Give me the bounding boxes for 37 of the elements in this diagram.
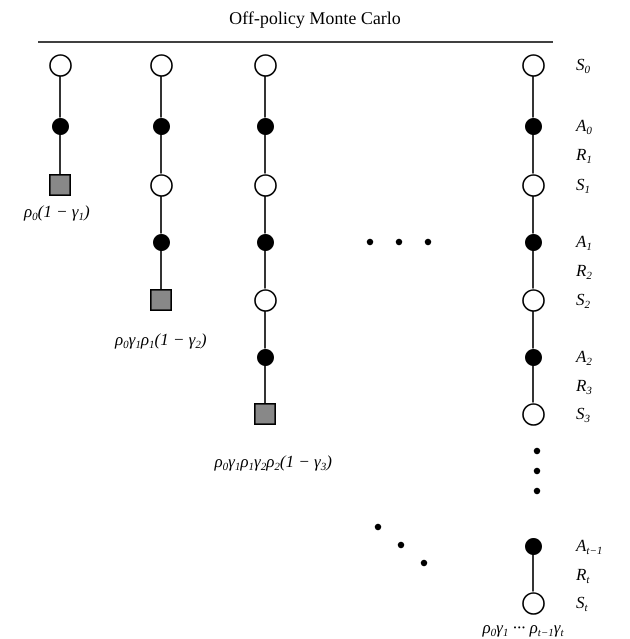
variable-label: R$_{2}$ <box>576 261 592 284</box>
variable-label: S$_{t}$ <box>576 593 588 616</box>
connector-line <box>532 312 534 348</box>
connector-line <box>264 312 266 348</box>
variable-label: R$_{1}$ <box>576 145 592 168</box>
variable-label: A$_{0}$ <box>576 116 592 139</box>
return-formula: ρ$_{0}$γ$_{1}$ ··· ρ$_{t−1}$γ$_{t}$ <box>482 618 564 639</box>
connector-line <box>532 250 534 288</box>
variable-label: A$_{t−1}$ <box>576 536 602 559</box>
connector-line <box>264 76 266 118</box>
connector-line <box>264 134 266 174</box>
return-formula: ρ$_{0}$(1 − γ$_{1}$) <box>24 202 90 225</box>
title: Off-policy Monte Carlo <box>228 8 402 29</box>
connector-line <box>264 250 266 288</box>
connector-line <box>264 366 266 403</box>
return-formula: ρ$_{0}$γ$_{1}$ρ$_{1}$(1 − γ$_{2}$) <box>115 330 207 353</box>
connector-line <box>264 196 266 234</box>
connector-line <box>532 76 534 118</box>
connector-line <box>160 250 162 289</box>
connector-line <box>532 134 534 174</box>
variable-label: S$_{0}$ <box>576 55 590 78</box>
variable-label: S$_{3}$ <box>576 404 590 427</box>
connector-line <box>160 196 162 234</box>
variable-label: R$_{3}$ <box>576 376 592 399</box>
connector-line <box>532 366 534 402</box>
variable-label: S$_{1}$ <box>576 175 590 198</box>
variable-label: A$_{2}$ <box>576 347 592 370</box>
variable-label: A$_{1}$ <box>576 232 592 255</box>
variable-label: R$_{t}$ <box>576 565 590 588</box>
connector-line <box>532 554 534 592</box>
connector-line <box>160 76 162 118</box>
connector-line <box>59 134 61 174</box>
connector-line <box>532 196 534 234</box>
variable-label: S$_{2}$ <box>576 290 590 313</box>
connector-line <box>160 134 162 174</box>
connector-line <box>59 76 61 118</box>
return-formula: ρ$_{0}$γ$_{1}$ρ$_{1}$γ$_{2}$ρ$_{2}$(1 − γ$_{3}$) <box>214 452 332 475</box>
